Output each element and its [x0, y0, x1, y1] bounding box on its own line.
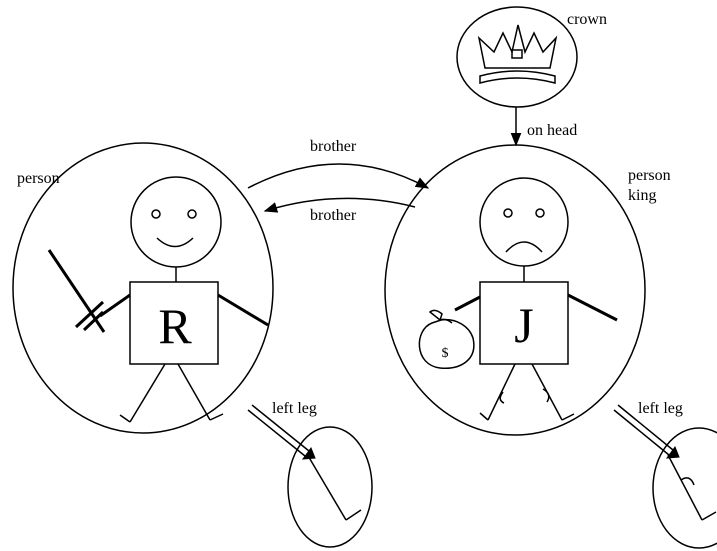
- john-left-leg: [487, 363, 516, 421]
- brother-arrow-bottom: [263, 197, 416, 213]
- john-right-eye: [535, 208, 545, 218]
- john-figure: J $: [418, 177, 618, 421]
- john-body: [479, 281, 569, 365]
- person-right-ellipse: [384, 144, 646, 436]
- richard-head: [130, 176, 222, 268]
- richard-figure: R: [47, 176, 269, 423]
- left-leg-label-left: left leg: [272, 400, 317, 417]
- money-bag-icon: $: [418, 309, 475, 369]
- person-right-label: person: [628, 167, 671, 184]
- john-head: [479, 177, 569, 267]
- left-leg-label-right: left leg: [638, 400, 683, 417]
- richard-letter: R: [158, 298, 192, 354]
- john-knee-bump-right: [542, 388, 550, 403]
- leg-shape-left: [306, 453, 362, 521]
- john-left-eye: [503, 208, 513, 218]
- john-letter: J: [514, 297, 533, 353]
- money-symbol: $: [442, 346, 449, 361]
- richard-right-arm: [217, 293, 269, 327]
- king-label: king: [628, 187, 656, 204]
- richard-right-leg: [177, 363, 211, 421]
- richard-left-arm: [99, 293, 131, 318]
- person-left-ellipse: [12, 142, 274, 434]
- sword-icon: [47, 249, 106, 333]
- richard-smile: [156, 237, 194, 248]
- brother-arrow-top: [247, 163, 430, 189]
- leg-object-left-ellipse: [287, 426, 373, 548]
- john-frown: [505, 241, 543, 253]
- left-leg-arrow-right: [613, 404, 680, 459]
- richard-right-eye: [187, 209, 197, 219]
- leg-shape-right: [667, 454, 717, 521]
- crown-object: [456, 6, 578, 108]
- brother-label-bottom: brother: [310, 207, 357, 224]
- john-right-arm: [567, 293, 618, 322]
- john-knee-bump-left: [499, 391, 505, 404]
- crown-label: crown: [567, 11, 607, 28]
- richard-left-leg: [129, 363, 166, 423]
- crown-icon: [477, 24, 558, 84]
- richard-body: [129, 281, 219, 365]
- person-left-label: person: [17, 170, 60, 187]
- john-left-arm: [454, 295, 481, 312]
- brother-label-top: brother: [310, 138, 357, 155]
- richard-left-eye: [151, 209, 161, 219]
- leg-object-right-ellipse: [652, 427, 717, 549]
- on-head-label: on head: [527, 122, 577, 139]
